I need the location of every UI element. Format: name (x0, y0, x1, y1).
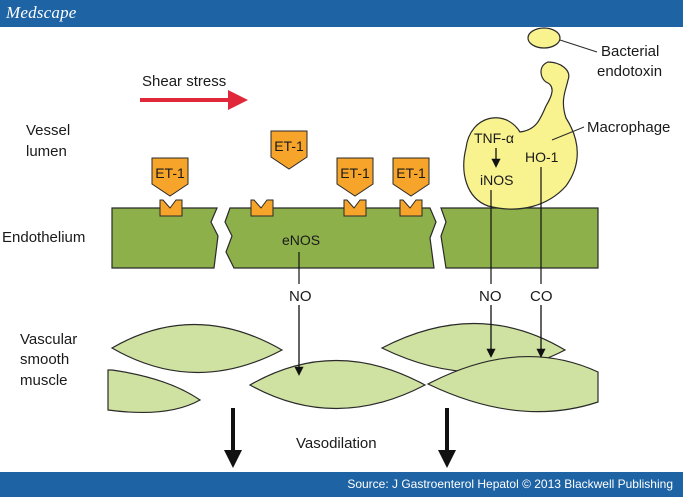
et1-ligand-3 (336, 157, 374, 197)
et1-receptor-3 (343, 199, 367, 217)
endothelium-segment-2 (224, 207, 437, 269)
vasodilation-diagram: ET-1 ET-1 ET-1 ET-1 Shear stress Bacteri… (2, 27, 670, 468)
footer-bar: Source: J Gastroenterol Hepatol © 2013 B… (0, 472, 683, 497)
tnf-alpha-label: TNF-α (474, 130, 514, 146)
header-bar: Medscape (0, 0, 683, 27)
vascular-label-2: smooth (20, 351, 69, 368)
macrophage-label: Macrophage (587, 119, 670, 136)
enos-label: eNOS (282, 232, 320, 248)
muscle-cell-1 (110, 323, 284, 374)
shear-stress-arrow (140, 90, 248, 110)
et1-label-2: ET-1 (274, 138, 304, 154)
smooth-muscle-cells (107, 322, 599, 414)
et1-receptor-4 (399, 199, 423, 217)
bacterial-endotoxin-shape (527, 27, 561, 49)
vascular-label-3: muscle (20, 372, 68, 389)
macrophage-shape (463, 61, 578, 210)
et1-ligands (151, 130, 430, 197)
vasodilation-label: Vasodilation (296, 435, 377, 452)
vasodilation-arrow-left (224, 408, 242, 468)
et1-label-3: ET-1 (340, 165, 370, 181)
vasodilation-arrow-right (438, 408, 456, 468)
inos-label: iNOS (480, 172, 513, 188)
no-label-right: NO (479, 288, 502, 305)
bacterial-label: Bacterial (601, 43, 659, 60)
et1-receptors (159, 199, 423, 217)
co-label: CO (530, 288, 553, 305)
endothelium-label: Endothelium (2, 229, 85, 246)
et1-ligand-1 (151, 157, 189, 197)
vascular-label-1: Vascular (20, 331, 77, 348)
shear-stress-label: Shear stress (142, 73, 226, 90)
muscle-cell-3 (248, 359, 427, 410)
et1-label-1: ET-1 (155, 165, 185, 181)
vessel-lumen-label-1: Vessel (26, 122, 70, 139)
endothelium-segment-1 (111, 207, 219, 269)
endothelium-segment-3 (440, 207, 599, 269)
medscape-logo: Medscape (6, 3, 77, 22)
muscle-cell-2 (107, 369, 202, 414)
endothelium-layer (111, 207, 599, 269)
et1-receptor-1 (159, 199, 183, 217)
ho1-label: HO-1 (525, 149, 559, 165)
source-credit: Source: J Gastroenterol Hepatol © 2013 B… (347, 477, 673, 491)
endotoxin-pointer-line (559, 39, 598, 53)
et1-ligand-4 (392, 157, 430, 197)
muscle-cell-5 (426, 355, 599, 413)
endotoxin-label: endotoxin (597, 63, 662, 80)
et1-label-4: ET-1 (396, 165, 426, 181)
vessel-lumen-label-2: lumen (26, 143, 67, 160)
et1-receptor-2 (250, 199, 274, 217)
no-label-left: NO (289, 288, 312, 305)
macrophage-pointer-line (551, 126, 585, 141)
et1-ligand-2 (270, 130, 308, 170)
